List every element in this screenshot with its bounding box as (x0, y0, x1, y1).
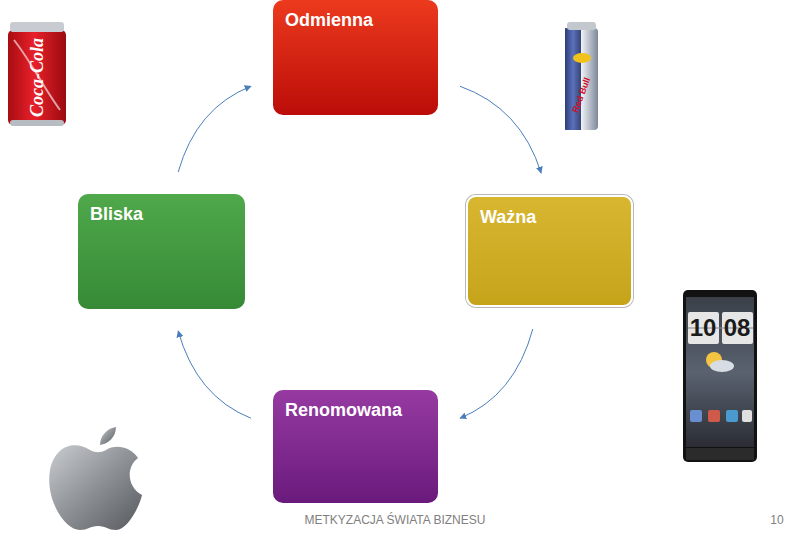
cycle-arrow (178, 331, 251, 418)
cycle-arrow (460, 329, 533, 418)
apple-logo (49, 427, 142, 530)
page-number: 10 (770, 513, 783, 527)
box-label: Bliska (78, 194, 245, 234)
smartphone (683, 290, 757, 462)
box-label: Renomowana (273, 390, 438, 430)
brand-text: Red Bull (570, 76, 592, 114)
box-label: Ważna (468, 197, 631, 237)
yellow-box: Ważna (466, 195, 633, 307)
clock-digits: 08 (724, 314, 751, 342)
box-label: Odmienna (273, 0, 438, 40)
red-bull-can (565, 22, 598, 130)
brand-text: Coca-Cola (27, 38, 48, 117)
footer-text: METKYZACJA ŚWIATA BIZNESU (305, 513, 486, 527)
coca-cola-can (8, 22, 66, 126)
purple-box: Renomowana (273, 390, 438, 503)
green-box: Bliska (78, 194, 245, 309)
red-box: Odmienna (273, 0, 438, 115)
cycle-arrow (460, 86, 541, 173)
cycle-arrow (178, 86, 251, 172)
clock-digits: 10 (690, 314, 717, 342)
